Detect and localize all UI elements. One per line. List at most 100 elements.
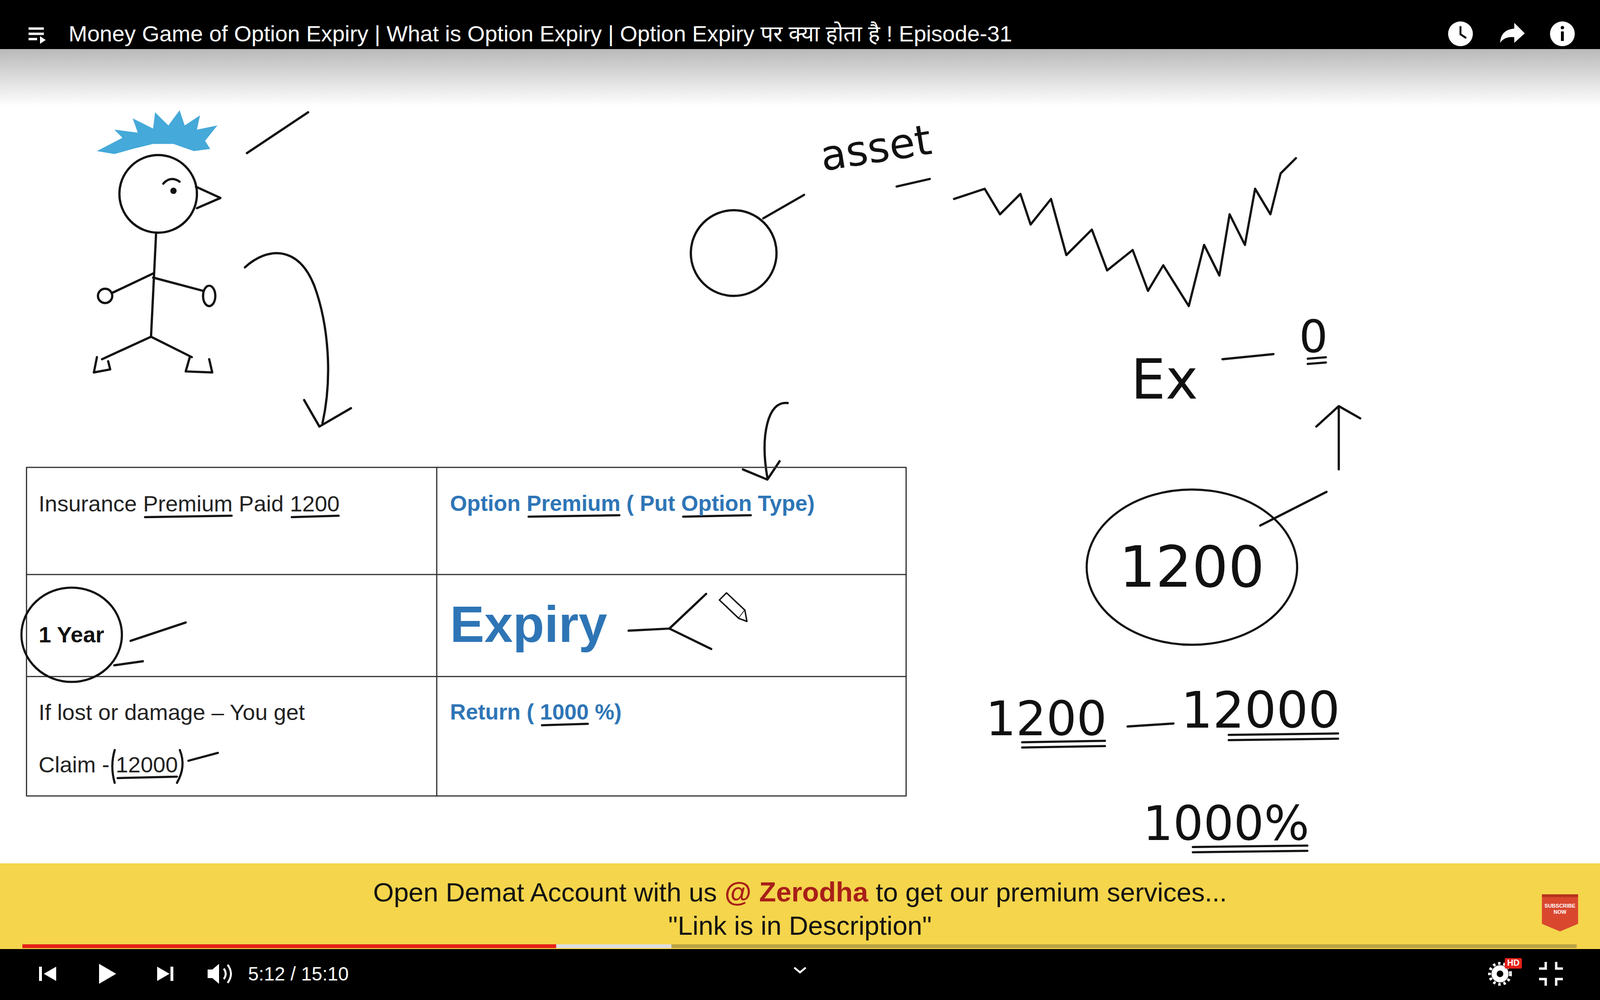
settings-icon [1496,970,1504,978]
fullscreen-exit-icon [1556,961,1563,969]
pen-stroke [1192,850,1308,853]
outline-ellipse [1086,489,1298,645]
dash-stroke [1127,723,1174,727]
fullscreen-exit-icon [1539,979,1546,986]
menu-icon [28,27,44,30]
comparison-table [26,573,907,576]
scribble [114,661,143,666]
expiry-fork [669,628,712,650]
down-arrow [742,402,788,480]
expiry-fork [669,593,707,629]
info-icon [1560,26,1565,30]
info-icon [1550,21,1575,47]
stick-figure [93,110,221,373]
outline-ellipse [21,587,122,682]
pencil-cursor [719,592,748,622]
node-text: 1 Year [38,621,105,648]
fullscreen-exit-icon [1539,961,1546,969]
pencil-cursor [719,592,746,619]
sketch [26,110,1361,796]
asset-symbol [690,210,777,296]
top-bar [0,0,1600,50]
banner-text: "Link is in Description" [668,909,932,942]
pencil-cursor [738,610,747,622]
stick-figure [150,232,157,338]
handwritten-word: asset [817,116,935,180]
stick-figure [101,336,151,360]
control-bar [0,949,1600,1000]
curved-arrow [244,253,329,424]
comparison-table [26,675,907,678]
menu-icon [40,36,46,44]
hd-badge: HD [1504,958,1522,969]
stick-figure [152,277,203,291]
stick-figure [195,186,220,209]
expiry-fork [628,628,670,631]
banner-text: Open Demat Account with us [372,876,717,909]
stick-figure [185,357,213,373]
pen-stroke [188,752,219,761]
table-heading: Return ( 1000 %) [450,699,622,726]
pen-stroke [1228,738,1339,740]
up-arrow [1316,406,1360,470]
banner-row: Open Demat Account with us@ Zerodhato ge… [0,875,1600,909]
volume-icon [223,968,226,980]
progress-bar [22,944,1577,949]
scribble [130,622,186,641]
stick-figure [93,357,110,373]
handwritten-number: 12000 [1180,685,1340,736]
table-cell: If lost or damage – You get Claim - 1200… [38,686,353,791]
stick-figure [97,110,218,154]
pen-stroke [896,179,930,187]
next-icon [157,966,174,981]
stick-figure [163,179,180,184]
play-icon [99,963,117,984]
subscribe-badge-text: SUBSCRIBE NOW [1542,902,1578,915]
table-cell: Insurance Premium Paid 1200 [38,490,340,518]
clock-icon [1448,21,1473,47]
next-icon [170,966,174,981]
subscribe-badge [1541,894,1579,898]
expiry-fork [628,593,712,650]
next-icon [157,966,170,981]
stick-figure [202,285,216,307]
clock-icon [1460,26,1467,39]
prev-icon [43,966,57,981]
banner-brand: @ Zerodha [724,875,869,909]
comparison-table [436,467,438,796]
curved-arrow [244,253,351,427]
comparison-table [26,467,907,796]
clock-icon [1448,21,1473,47]
slash-stroke [1260,491,1327,526]
prev-icon [39,966,42,981]
volume-icon [227,964,231,983]
banner-text: to get our premium services... [875,876,1228,909]
promo-banner [0,863,1600,950]
stick-figure [150,336,192,358]
handwritten-number: 1000% [1142,800,1310,848]
comparison-table [26,467,907,796]
scribble [114,622,186,666]
chevron-icon [794,967,806,973]
info-icon [1550,21,1575,47]
time-display: 5:12 / 15:10 [248,962,349,986]
handwritten-word: Ex [1130,352,1199,408]
circled-note: 1 Year [19,585,124,684]
up-arrow [1316,406,1360,427]
stick-figure [119,155,198,233]
progress-bar [22,944,1577,949]
fullscreen-exit-icon [1539,961,1563,986]
up-arrow [1337,408,1340,470]
dash-stroke [1222,354,1274,360]
handwritten-number: 0 [1299,314,1328,360]
fullscreen-exit-icon [1556,979,1563,986]
progress-bar [22,944,557,949]
subscribe-badge [1541,894,1579,932]
price-zigzag [954,158,1297,307]
asset-symbol [690,194,805,296]
menu-icon [28,32,44,36]
node-text-group: 1200 [1119,534,1265,600]
info-icon [1560,31,1564,41]
menu-icon [28,38,38,41]
